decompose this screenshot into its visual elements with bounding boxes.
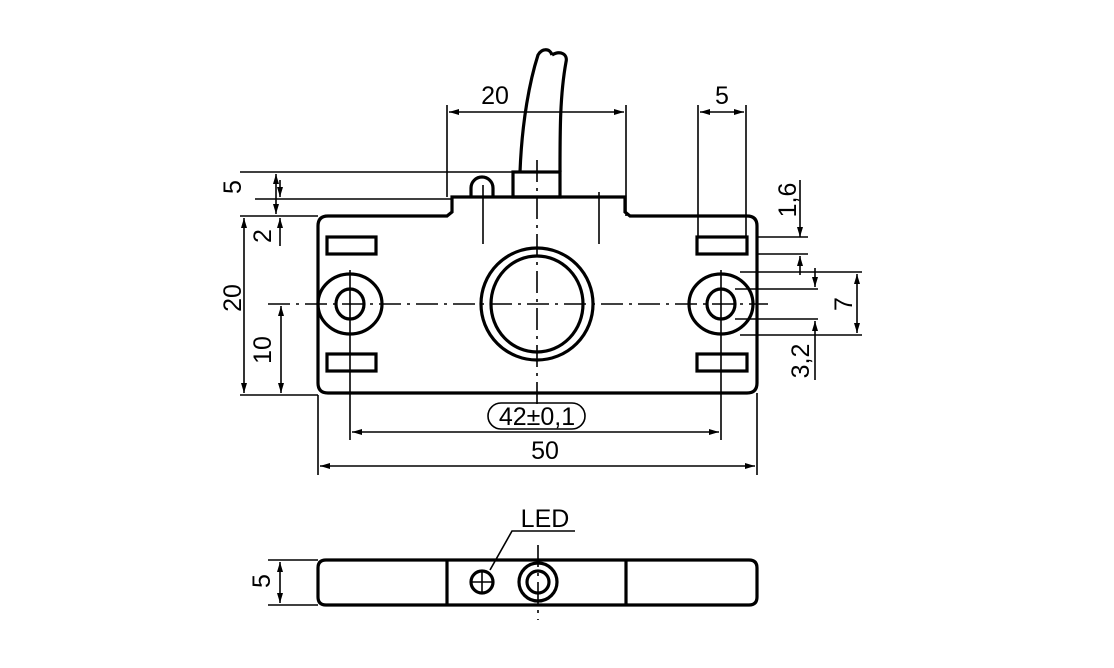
sensor-body-top-view	[268, 48, 768, 440]
dimensions: 20 5 5 2 20 10 1,6 7 3,2 42±0,1 50	[219, 82, 862, 475]
mount-slot	[325, 235, 378, 256]
sensor-side-view: LED 5	[248, 505, 759, 620]
dim-body-height: 20	[219, 284, 247, 312]
dim-hole-inner: 3,2	[787, 344, 815, 379]
dim-hole-outer: 7	[830, 297, 858, 311]
cable	[518, 48, 568, 173]
dim-step: 2	[249, 229, 277, 243]
mount-slot	[325, 352, 378, 373]
dim-total-width: 50	[531, 437, 559, 465]
dim-top-height: 5	[219, 180, 247, 194]
dim-center-height: 10	[249, 336, 277, 364]
dim-slot-width: 5	[715, 82, 729, 110]
dim-hole-spacing: 42±0,1	[499, 403, 575, 431]
dim-slot-height: 1,6	[774, 183, 802, 218]
dim-cable-width: 20	[481, 82, 509, 110]
dim-thickness: 5	[248, 574, 276, 588]
led-bump	[469, 175, 495, 197]
mount-slot	[695, 235, 749, 256]
led-label: LED	[521, 505, 570, 533]
mount-slot	[695, 352, 749, 373]
